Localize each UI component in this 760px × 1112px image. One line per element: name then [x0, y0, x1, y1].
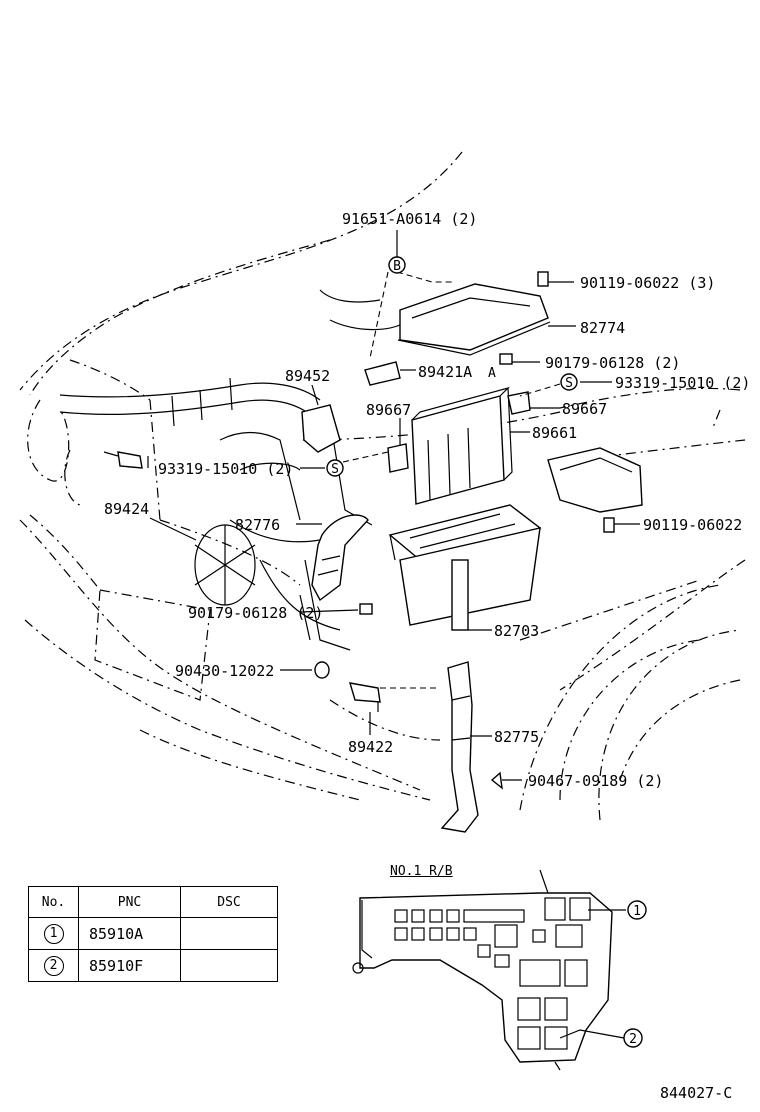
callout-89661: 89661 [532, 424, 577, 442]
air-duct-82776-part [311, 514, 369, 602]
callout-90119-top: 90119-06022 (3) [580, 274, 715, 292]
callout-89667-left: 89667 [366, 401, 411, 419]
callout-91651: 91651-A0614 (2) [342, 210, 477, 228]
callout-89667-right: 89667 [562, 400, 607, 418]
callout-89452: 89452 [285, 367, 330, 385]
marker-s-symbol-right [560, 373, 578, 391]
callout-82774: 82774 [580, 319, 625, 337]
marker-s-label-right: S [565, 376, 573, 391]
callout-89424: 89424 [104, 500, 149, 518]
legend-cell-pnc: 85910F [78, 949, 181, 982]
legend-header-pnc: PNC [78, 886, 181, 918]
legend-cell-dsc [180, 917, 278, 950]
callout-90430: 90430-12022 [175, 662, 274, 680]
legend-cell-pnc: 85910A [78, 917, 181, 950]
rb-marker-2-label: 2 [629, 1032, 637, 1047]
callout-82776: 82776 [235, 516, 280, 534]
legend-row-number: 2 [43, 956, 64, 976]
relay-block-housing-part [388, 504, 542, 631]
legend-row: 1 85910A [28, 917, 278, 950]
legend-header-dsc: DSC [180, 886, 278, 918]
relay-block-title: NO.1 R/B [390, 864, 453, 879]
marker-b-label: B [393, 259, 401, 274]
callout-90179-bottom: 90179-06128 (2) [188, 604, 323, 622]
air-duct-82775-part [440, 661, 479, 833]
legend-row: 2 85910F [28, 949, 278, 982]
marker-s-symbol-left [326, 459, 344, 477]
relay-block-no1-drawing [352, 869, 626, 1071]
small-parts [103, 271, 615, 790]
legend-table: No. PNC DSC 1 85910A 2 85910F [28, 886, 278, 982]
callout-90179-top: 90179-06128 (2) [545, 354, 680, 372]
figure-code: 844027-C [660, 1084, 733, 1102]
legend-header-row: No. PNC DSC [28, 886, 278, 918]
legend-cell-no: 1 [28, 917, 79, 950]
fuse-slots [394, 897, 591, 1050]
legend-cell-no: 2 [28, 949, 79, 982]
callout-89422: 89422 [348, 738, 393, 756]
legend-header-no: No. [28, 886, 79, 918]
legend-cell-dsc [180, 949, 278, 982]
callout-89421: 89421A [418, 363, 472, 381]
relay-block-cover-part [397, 283, 551, 356]
rb-marker-1-label: 1 [633, 904, 641, 919]
legend-row-number: 1 [43, 924, 64, 944]
callout-82703: 82703 [494, 622, 539, 640]
callout-93319-right: 93319-15010 (2) [615, 374, 750, 392]
callout-93319-left: 93319-15010 (2) [158, 460, 293, 478]
callout-82775: 82775 [494, 728, 539, 746]
marker-b-symbol [388, 256, 406, 274]
callout-90119-right: 90119-06022 [643, 516, 742, 534]
marker-s-label-left: S [331, 462, 339, 477]
ecu-module-part [411, 386, 513, 505]
callout-89421-suffix: A [488, 366, 496, 381]
rb-marker-1-symbol [627, 900, 647, 920]
leader-lines [147, 230, 640, 781]
mounting-bracket-part [547, 447, 643, 513]
rb-marker-2-symbol [623, 1028, 643, 1048]
callout-90467: 90467-09189 (2) [528, 772, 663, 790]
